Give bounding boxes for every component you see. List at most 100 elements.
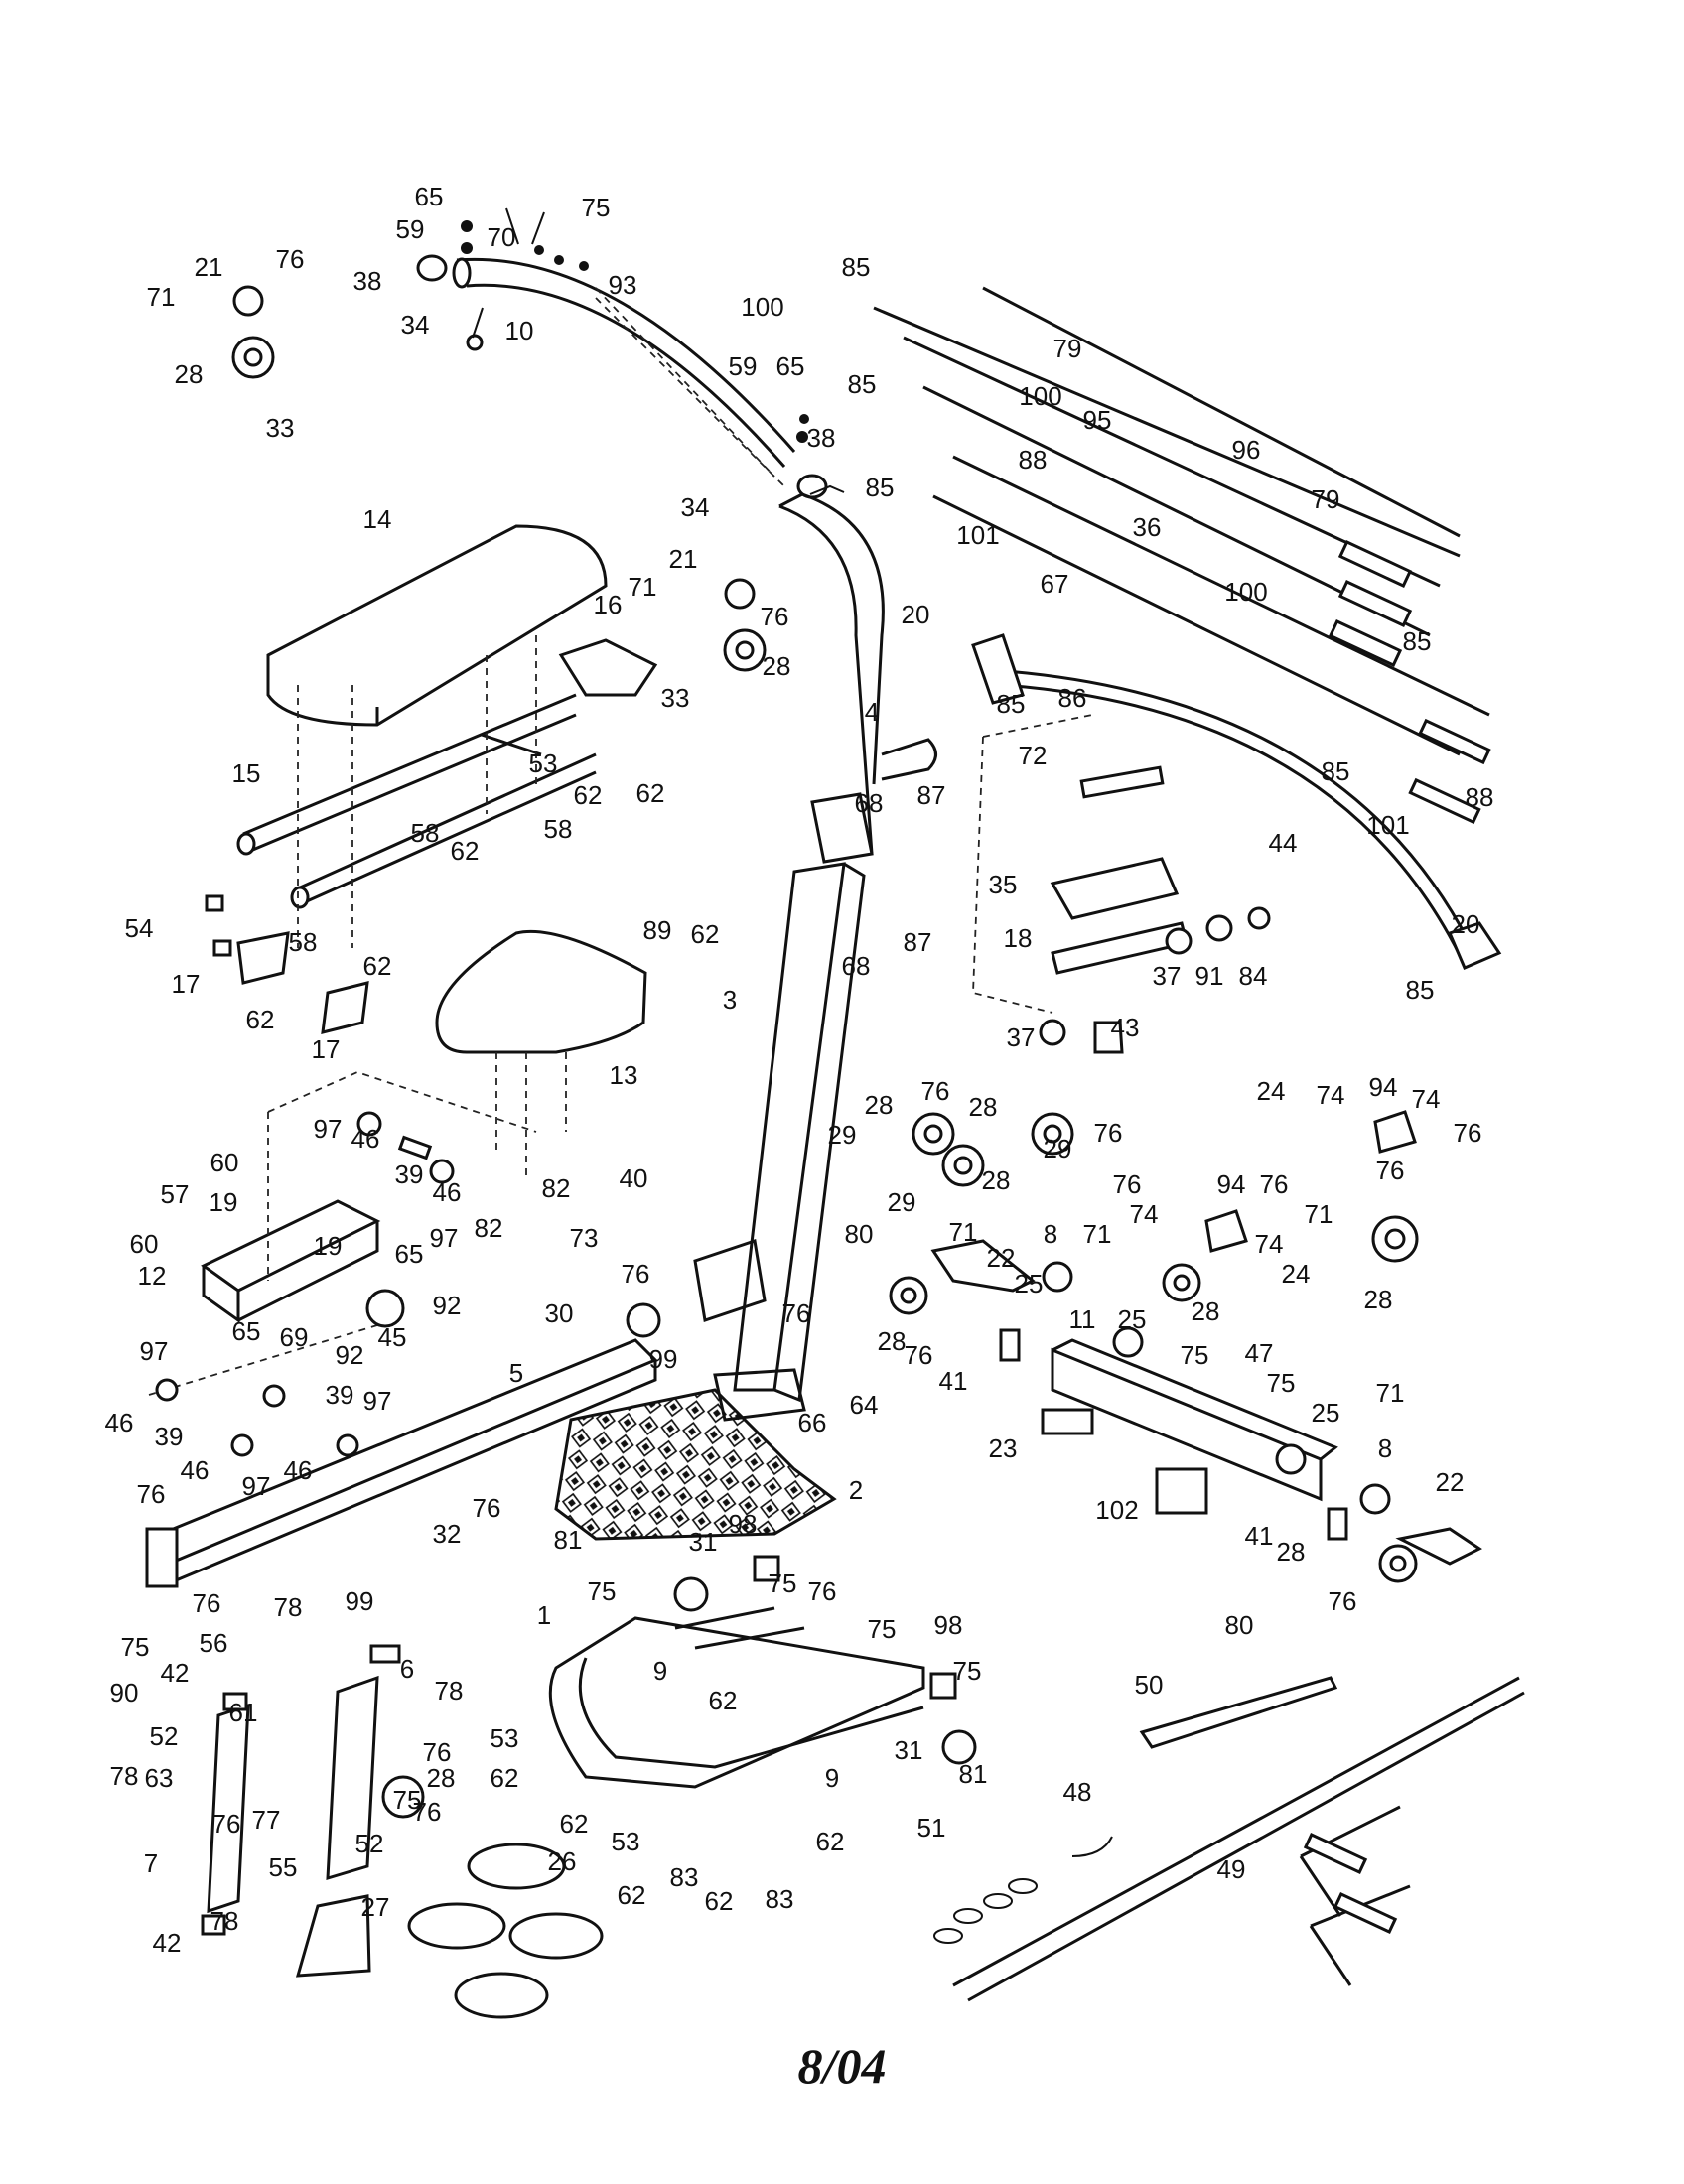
bar-rods-part (873, 286, 1491, 825)
part-label-l97e: 97 (242, 1471, 271, 1501)
upright-part (778, 484, 937, 864)
part-label-l83b: 83 (766, 1884, 794, 1914)
part-label-l75i: 75 (393, 1785, 422, 1815)
part-label-l28i: 28 (1277, 1537, 1306, 1567)
part-label-l50: 50 (1135, 1670, 1164, 1700)
part-label-l2: 2 (849, 1475, 863, 1505)
part-label-l78c: 78 (110, 1761, 139, 1791)
part-label-l101b: 101 (1366, 810, 1409, 840)
part-label-l57: 57 (161, 1179, 190, 1209)
part-label-l76f: 76 (1376, 1156, 1405, 1185)
part-label-l46d: 46 (181, 1455, 210, 1485)
part-label-l85b: 85 (848, 369, 877, 399)
part-label-l31a: 31 (689, 1527, 718, 1557)
part-label-l81b: 81 (959, 1759, 988, 1789)
part-label-l102: 102 (1095, 1495, 1138, 1525)
part-label-l80a: 80 (845, 1219, 874, 1249)
part-label-l62d: 62 (691, 919, 720, 949)
part-label-l85d: 85 (1403, 626, 1432, 656)
part-label-l62i: 62 (560, 1809, 589, 1839)
part-label-l68a: 68 (855, 788, 884, 818)
part-label-l28j: 28 (427, 1763, 456, 1793)
part-label-l38a: 38 (353, 266, 382, 296)
part-label-l46e: 46 (284, 1455, 313, 1485)
part-label-l13: 13 (610, 1060, 638, 1090)
part-label-l74c: 74 (1130, 1199, 1159, 1229)
seat-carriage-part (148, 1071, 537, 1457)
part-label-l68b: 68 (842, 951, 871, 981)
part-label-l74d: 74 (1255, 1229, 1284, 1259)
crossbar-part (930, 1110, 1482, 1566)
cable-clips-part (933, 1878, 1038, 1944)
part-label-l53c: 53 (612, 1827, 640, 1856)
part-label-l28g: 28 (1192, 1297, 1220, 1326)
part-label-l75d: 75 (588, 1576, 617, 1606)
part-label-l76c: 76 (921, 1076, 950, 1106)
part-label-l59b: 59 (729, 351, 758, 381)
part-label-l4: 4 (865, 697, 879, 727)
part-label-l91: 91 (1195, 961, 1224, 991)
part-label-l85f: 85 (1322, 756, 1350, 786)
part-label-l99b: 99 (346, 1586, 374, 1616)
part-label-l88a: 88 (1019, 445, 1048, 475)
part-label-l75f: 75 (868, 1614, 897, 1644)
part-label-l101a: 101 (956, 520, 999, 550)
part-label-l76k: 76 (905, 1340, 933, 1370)
main-rail-part (145, 1302, 661, 1588)
part-label-l87a: 87 (917, 780, 946, 810)
part-label-l71a: 71 (147, 282, 176, 312)
part-label-l76p: 76 (193, 1588, 221, 1618)
part-label-l71d: 71 (949, 1217, 978, 1247)
date-code: 8/04 (797, 2038, 887, 2094)
part-label-l76b: 76 (761, 602, 789, 631)
part-label-l62l: 62 (705, 1886, 734, 1916)
part-label-l3: 3 (723, 985, 737, 1015)
part-label-l29b: 29 (1044, 1134, 1072, 1163)
seat-pad-part (266, 524, 608, 727)
part-label-l94b: 94 (1217, 1169, 1246, 1199)
strap-part (952, 1676, 1525, 2002)
part-label-l67: 67 (1041, 569, 1069, 599)
part-label-l48: 48 (1063, 1777, 1092, 1807)
weight-assembly-part (972, 714, 1271, 1054)
part-label-l19b: 19 (314, 1231, 343, 1261)
part-label-l42b: 42 (153, 1928, 182, 1958)
upper-arm-part (416, 207, 828, 499)
part-label-l29c: 29 (888, 1187, 916, 1217)
part-label-l29a: 29 (828, 1120, 857, 1150)
part-label-l98b: 98 (934, 1610, 963, 1640)
part-label-l97d: 97 (363, 1386, 392, 1416)
part-label-l62c: 62 (451, 836, 480, 866)
part-label-l73: 73 (570, 1223, 599, 1253)
part-label-l25b: 25 (1118, 1304, 1147, 1334)
part-label-l25a: 25 (1015, 1269, 1044, 1298)
part-label-l65b: 65 (776, 351, 805, 381)
part-label-l85c: 85 (866, 473, 895, 502)
part-label-l28c: 28 (865, 1090, 894, 1120)
part-label-l52b: 52 (355, 1829, 384, 1858)
part-label-l14: 14 (363, 504, 392, 534)
bracket-part (236, 931, 369, 1034)
part-label-l71f: 71 (1376, 1378, 1405, 1408)
cable-arm-part (971, 633, 1502, 970)
part-label-l69: 69 (280, 1322, 309, 1352)
part-label-l28f: 28 (1364, 1285, 1393, 1314)
part-label-l94a: 94 (1369, 1072, 1398, 1102)
part-label-l76g: 76 (1113, 1169, 1142, 1199)
part-label-l71e: 71 (1083, 1219, 1112, 1249)
part-label-l40: 40 (620, 1163, 648, 1193)
part-label-l86: 86 (1058, 683, 1087, 713)
part-label-l41b: 41 (1245, 1521, 1274, 1551)
part-label-l76r: 76 (413, 1797, 442, 1827)
part-label-l76j: 76 (782, 1298, 811, 1328)
part-label-l87b: 87 (904, 927, 932, 957)
part-label-l78a: 78 (274, 1592, 303, 1622)
handle-part (1299, 1805, 1411, 1986)
part-label-l62g: 62 (709, 1686, 738, 1715)
part-label-l7: 7 (144, 1848, 158, 1878)
part-label-l100a: 100 (741, 292, 783, 322)
part-label-l79b: 79 (1312, 484, 1340, 514)
part-label-l63: 63 (145, 1763, 174, 1793)
part-label-l71b: 71 (629, 572, 657, 602)
